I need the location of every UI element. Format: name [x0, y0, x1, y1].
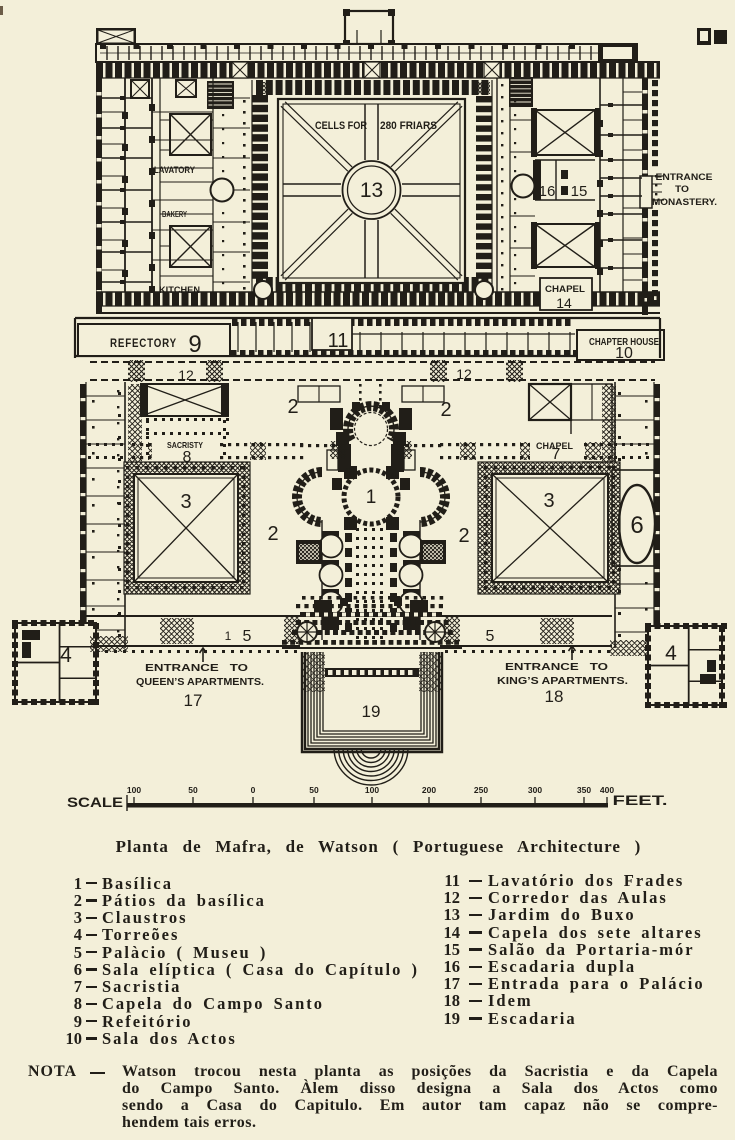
- svg-text:19: 19: [362, 702, 381, 721]
- svg-text:CHAPEL: CHAPEL: [536, 441, 573, 451]
- svg-text:3: 3: [180, 491, 191, 513]
- svg-text:5: 5: [243, 628, 252, 645]
- svg-text:9: 9: [188, 331, 201, 358]
- svg-text:280 FRIARS: 280 FRIARS: [380, 120, 437, 132]
- svg-text:13: 13: [360, 179, 383, 202]
- svg-text:15: 15: [571, 183, 588, 200]
- svg-text:ENTRANCE TO: ENTRANCE TO: [505, 661, 608, 673]
- svg-text:4: 4: [665, 642, 677, 665]
- svg-text:100: 100: [365, 785, 379, 795]
- svg-text:KITCHEN: KITCHEN: [159, 285, 200, 295]
- svg-text:SACRISTY: SACRISTY: [167, 440, 203, 450]
- svg-text:ENTRANCE TO: ENTRANCE TO: [145, 662, 248, 674]
- svg-text:QUEEN’S APARTMENTS.: QUEEN’S APARTMENTS.: [136, 676, 264, 688]
- svg-text:BAKERY: BAKERY: [162, 210, 187, 219]
- svg-text:12: 12: [178, 367, 194, 383]
- svg-text:1: 1: [225, 629, 232, 643]
- svg-text:18: 18: [545, 687, 564, 706]
- svg-text:0: 0: [251, 785, 256, 795]
- svg-text:CHAPEL: CHAPEL: [545, 284, 586, 294]
- svg-text:REFECTORY: REFECTORY: [110, 336, 177, 350]
- svg-text:7: 7: [552, 446, 561, 463]
- svg-text:5: 5: [486, 628, 495, 645]
- svg-text:2: 2: [287, 396, 298, 418]
- svg-text:12: 12: [456, 366, 472, 382]
- svg-text:MONASTERY.: MONASTERY.: [652, 197, 717, 208]
- svg-text:TO: TO: [675, 184, 689, 195]
- svg-text:FEET.: FEET.: [613, 792, 668, 808]
- svg-text:6: 6: [630, 512, 643, 539]
- svg-text:1: 1: [366, 487, 377, 508]
- svg-text:50: 50: [188, 785, 198, 795]
- svg-text:400: 400: [600, 785, 614, 795]
- svg-text:2: 2: [267, 523, 278, 545]
- svg-text:350: 350: [577, 785, 591, 795]
- svg-text:KING’S APARTMENTS.: KING’S APARTMENTS.: [497, 675, 628, 687]
- svg-text:CHAPTER HOUSE: CHAPTER HOUSE: [589, 336, 659, 348]
- svg-text:14: 14: [556, 295, 572, 311]
- svg-text:LAVATORY: LAVATORY: [154, 165, 195, 175]
- svg-text:200: 200: [422, 785, 436, 795]
- svg-text:2: 2: [440, 399, 451, 421]
- svg-text:SCALE: SCALE: [67, 794, 123, 810]
- svg-text:16: 16: [539, 183, 556, 200]
- svg-text:4: 4: [60, 644, 72, 667]
- svg-text:10: 10: [615, 345, 633, 362]
- svg-text:100: 100: [127, 785, 141, 795]
- svg-text:300: 300: [528, 785, 542, 795]
- svg-text:50: 50: [309, 785, 319, 795]
- svg-text:3: 3: [543, 490, 554, 512]
- svg-text:250: 250: [474, 785, 488, 795]
- svg-text:CELLS FOR: CELLS FOR: [315, 120, 367, 132]
- svg-text:17: 17: [184, 691, 203, 710]
- svg-text:8: 8: [183, 449, 192, 466]
- svg-text:2: 2: [458, 525, 469, 547]
- svg-text:ENTRANCE: ENTRANCE: [656, 172, 713, 183]
- svg-text:11: 11: [328, 330, 349, 352]
